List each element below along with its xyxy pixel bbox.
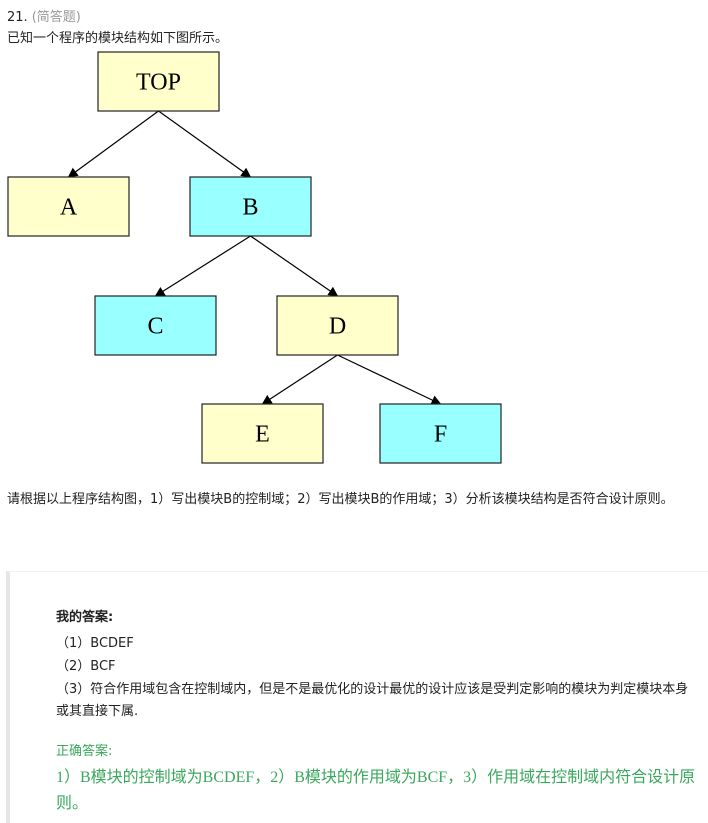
module-box (97, 51, 220, 112)
answer-panel: 我的答案: （1）BCDEF （2）BCF （3）符合作用域包含在控制域内，但是… (6, 571, 708, 823)
edge-top-a (67, 110, 159, 178)
question-header: 21.(简答题) (7, 9, 81, 27)
module-node-e: E (201, 403, 324, 464)
module-node-c: C (94, 295, 217, 356)
module-label: B (242, 195, 258, 221)
module-box (379, 403, 502, 464)
module-label: D (329, 314, 346, 340)
correct-answer-text: 1）B模块的控制域为BCDEF，2）B模块的作用域为BCF，3）作用域在控制域内… (56, 769, 696, 812)
module-label: A (60, 195, 78, 221)
my-answer-line-2: （2）BCF (56, 659, 116, 674)
module-box (189, 176, 312, 237)
module-label: F (434, 422, 447, 448)
my-answer-line-1: （1）BCDEF (56, 636, 134, 651)
my-answer-title: 我的答案: (56, 610, 114, 625)
module-node-d: D (276, 295, 399, 356)
correct-answer-title: 正确答案: (56, 744, 113, 759)
module-node-top: TOP (97, 51, 220, 112)
edge-d-e (261, 354, 338, 405)
edge-b-d (250, 235, 339, 297)
edge-b-c (154, 235, 251, 297)
diagram-nodes: TOP A B C D E F (7, 51, 502, 464)
question-intro: 已知一个程序的模块结构如下图所示。 (7, 31, 229, 46)
diagram-edges (67, 110, 442, 405)
question-type: (简答题) (31, 10, 81, 25)
module-node-a: A (7, 176, 130, 237)
edge-d-f (337, 354, 442, 405)
module-label: TOP (136, 70, 181, 96)
module-node-f: F (379, 403, 502, 464)
module-box (201, 403, 324, 464)
edge-top-b (158, 110, 252, 178)
module-box (276, 295, 399, 356)
module-label: E (255, 422, 270, 448)
module-label: C (147, 314, 163, 340)
module-box (94, 295, 217, 356)
module-structure-diagram: TOP A B C D E F (7, 51, 502, 464)
question-number: 21. (7, 10, 28, 25)
my-answer-line-3: （3）符合作用域包含在控制域内，但是不是最优化的设计最优的设计应该是受判定影响的… (56, 682, 689, 719)
module-box (7, 176, 130, 237)
module-node-b: B (189, 176, 312, 237)
question-prompt: 请根据以上程序结构图，1）写出模块B的控制域；2）写出模块B的作用域；3）分析该… (7, 492, 674, 507)
